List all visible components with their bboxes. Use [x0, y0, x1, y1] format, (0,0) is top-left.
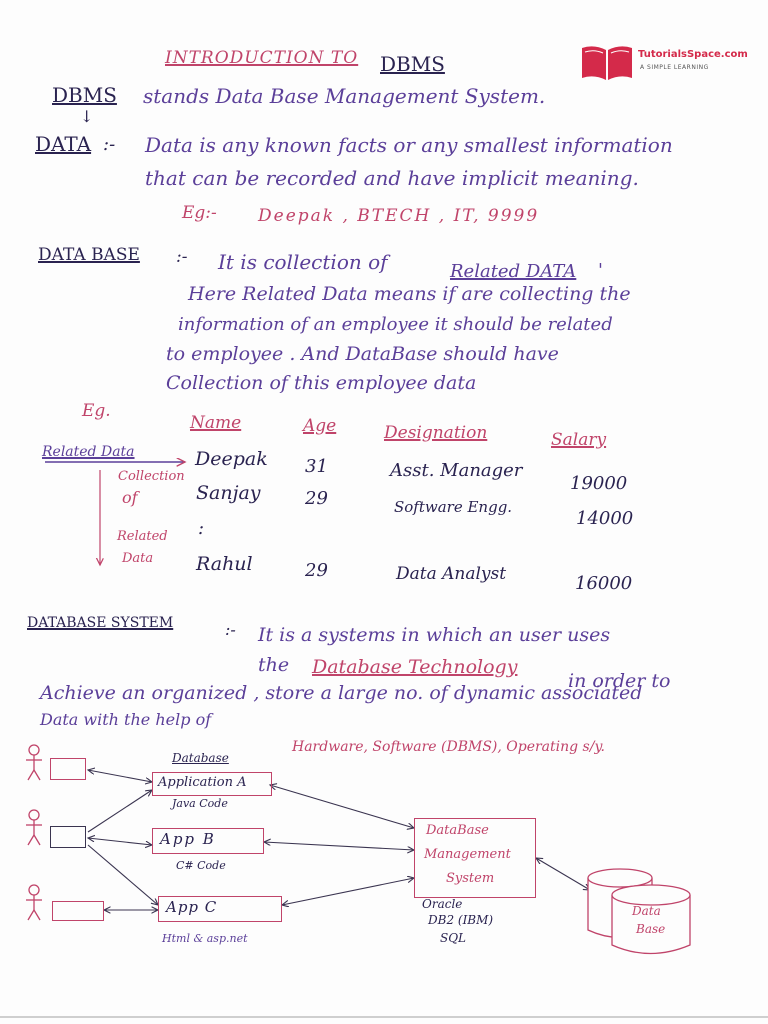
database-line1-highlight: Related DATA — [450, 261, 577, 282]
dbms-box-line3: System — [446, 871, 495, 886]
title-prefix: INTRODUCTION TO — [165, 48, 359, 68]
title-subject: DBMS — [380, 52, 445, 76]
db-cylinder-label-2: Base — [636, 922, 666, 936]
table-row-1-designation: Asst. Manager — [390, 460, 523, 481]
table-row-1-salary: 19000 — [570, 473, 628, 494]
app-a-label: Application A — [158, 775, 247, 790]
table-row-2-age: 29 — [305, 488, 328, 509]
table-row-1-age: 31 — [305, 456, 328, 477]
database-line2: Here Related Data means if are collectin… — [188, 283, 631, 305]
app-a-box — [152, 772, 272, 796]
dbs-line1: It is a systems in which an user uses — [258, 624, 611, 646]
dbs-sep: :- — [225, 620, 236, 639]
app-a-sub: Java Code — [172, 797, 228, 810]
dbs-line4-highlight: Hardware, Software (DBMS), Operating s/y… — [292, 739, 605, 755]
database-line1-prefix: It is collection of — [218, 250, 388, 274]
table-row-3-designation: Data Analyst — [396, 564, 507, 584]
table-header-name: Name — [190, 413, 242, 433]
dbms-term: DBMS — [52, 83, 117, 107]
dbms-box-line1: DataBase — [426, 823, 489, 838]
side-data-label: Data — [122, 551, 154, 566]
logo-brand: TutorialsSpace.com — [638, 49, 748, 60]
app-b-sub: C# Code — [176, 859, 226, 872]
dbs-term: DATABASE SYSTEM — [27, 615, 174, 631]
dbs-line2-suffix: in order to — [568, 670, 671, 692]
page-bottom-edge — [0, 1016, 768, 1018]
database-line3: information of an employee it should be … — [178, 314, 613, 335]
app-c-sub: Html & asp.net — [162, 932, 248, 945]
table-row-2-designation: Software Engg. — [394, 498, 513, 516]
vendor-oracle: Oracle — [422, 897, 463, 911]
user-box-3 — [52, 901, 104, 921]
user-box-2 — [50, 826, 86, 848]
app-c-box — [158, 896, 282, 922]
user-icon-2 — [26, 809, 42, 846]
diagram-database-label: Database — [172, 751, 229, 765]
vendor-sql: SQL — [440, 931, 467, 945]
side-collection-label: Collection — [118, 469, 185, 484]
vendor-db2: DB2 (IBM) — [428, 913, 494, 927]
dbms-text: stands Data Base Management System. — [143, 84, 546, 108]
dbs-line4-prefix: Data with the help of — [40, 710, 212, 729]
table-row-2-salary: 14000 — [576, 508, 634, 529]
dbms-box — [414, 818, 536, 898]
book-icon — [582, 46, 632, 80]
data-term: DATA — [35, 132, 92, 156]
table-eg-label: Eg. — [82, 401, 111, 421]
dbs-line3: Achieve an organized , store a large no.… — [40, 682, 643, 704]
side-of-label: of — [122, 488, 138, 507]
database-line1-suffix: ' — [598, 260, 603, 281]
related-data-label: Related Data — [42, 444, 135, 460]
table-row-3-age: 29 — [305, 560, 328, 581]
database-cylinder-icon — [587, 868, 691, 955]
table-header-age: Age — [303, 416, 337, 436]
table-row-3-salary: 16000 — [575, 573, 633, 594]
side-related-label: Related — [117, 529, 168, 544]
db-cylinder-label-1: Data — [632, 904, 661, 918]
table-row-2-name: Sanjay — [196, 482, 261, 504]
dbs-line2-prefix: the — [258, 654, 290, 676]
table-row-3-name: Rahul — [196, 553, 253, 575]
data-sep: :- — [103, 134, 116, 155]
database-term: DATA BASE — [38, 245, 140, 265]
table-ellipsis: : — [198, 518, 205, 539]
database-line5: Collection of this employee data — [166, 372, 477, 394]
database-line4: to employee . And DataBase should have — [166, 343, 559, 365]
data-eg-label: Eg:- — [182, 203, 217, 223]
app-b-label: App B — [160, 830, 216, 848]
user-icon-1 — [26, 744, 42, 781]
user-icon-3 — [26, 884, 42, 921]
app-c-label: App C — [166, 898, 218, 916]
table-header-salary: Salary — [551, 430, 607, 450]
app-b-box — [152, 828, 264, 854]
arrow-down-icon: ↓ — [80, 107, 94, 126]
table-row-1-name: Deepak — [195, 448, 268, 470]
database-sep: :- — [176, 247, 188, 267]
data-eg-values: Deepak , BTECH , IT, 9999 — [258, 206, 540, 226]
dbs-line2-highlight: Database Technology — [312, 656, 518, 678]
logo: TutorialsSpace.com A SIMPLE LEARNING — [580, 40, 750, 82]
data-line1: Data is any known facts or any smallest … — [145, 133, 673, 157]
dbms-box-line2: Management — [424, 847, 511, 862]
logo-tagline: A SIMPLE LEARNING — [640, 64, 709, 71]
data-line2: that can be recorded and have implicit m… — [145, 166, 639, 190]
table-header-designation: Designation — [384, 423, 488, 443]
user-box-1 — [50, 758, 86, 780]
